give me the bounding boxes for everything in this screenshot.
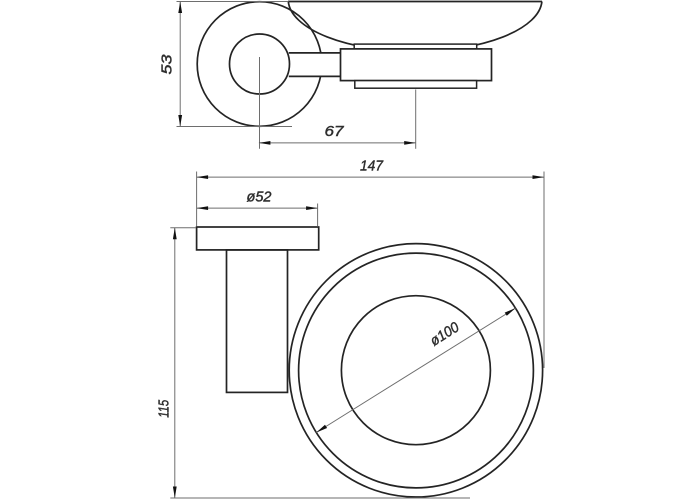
svg-text:67: 67: [325, 124, 345, 140]
svg-text:ø52: ø52: [247, 190, 272, 206]
svg-text:53: 53: [160, 55, 176, 75]
svg-text:147: 147: [360, 159, 384, 175]
svg-text:115: 115: [157, 399, 173, 418]
